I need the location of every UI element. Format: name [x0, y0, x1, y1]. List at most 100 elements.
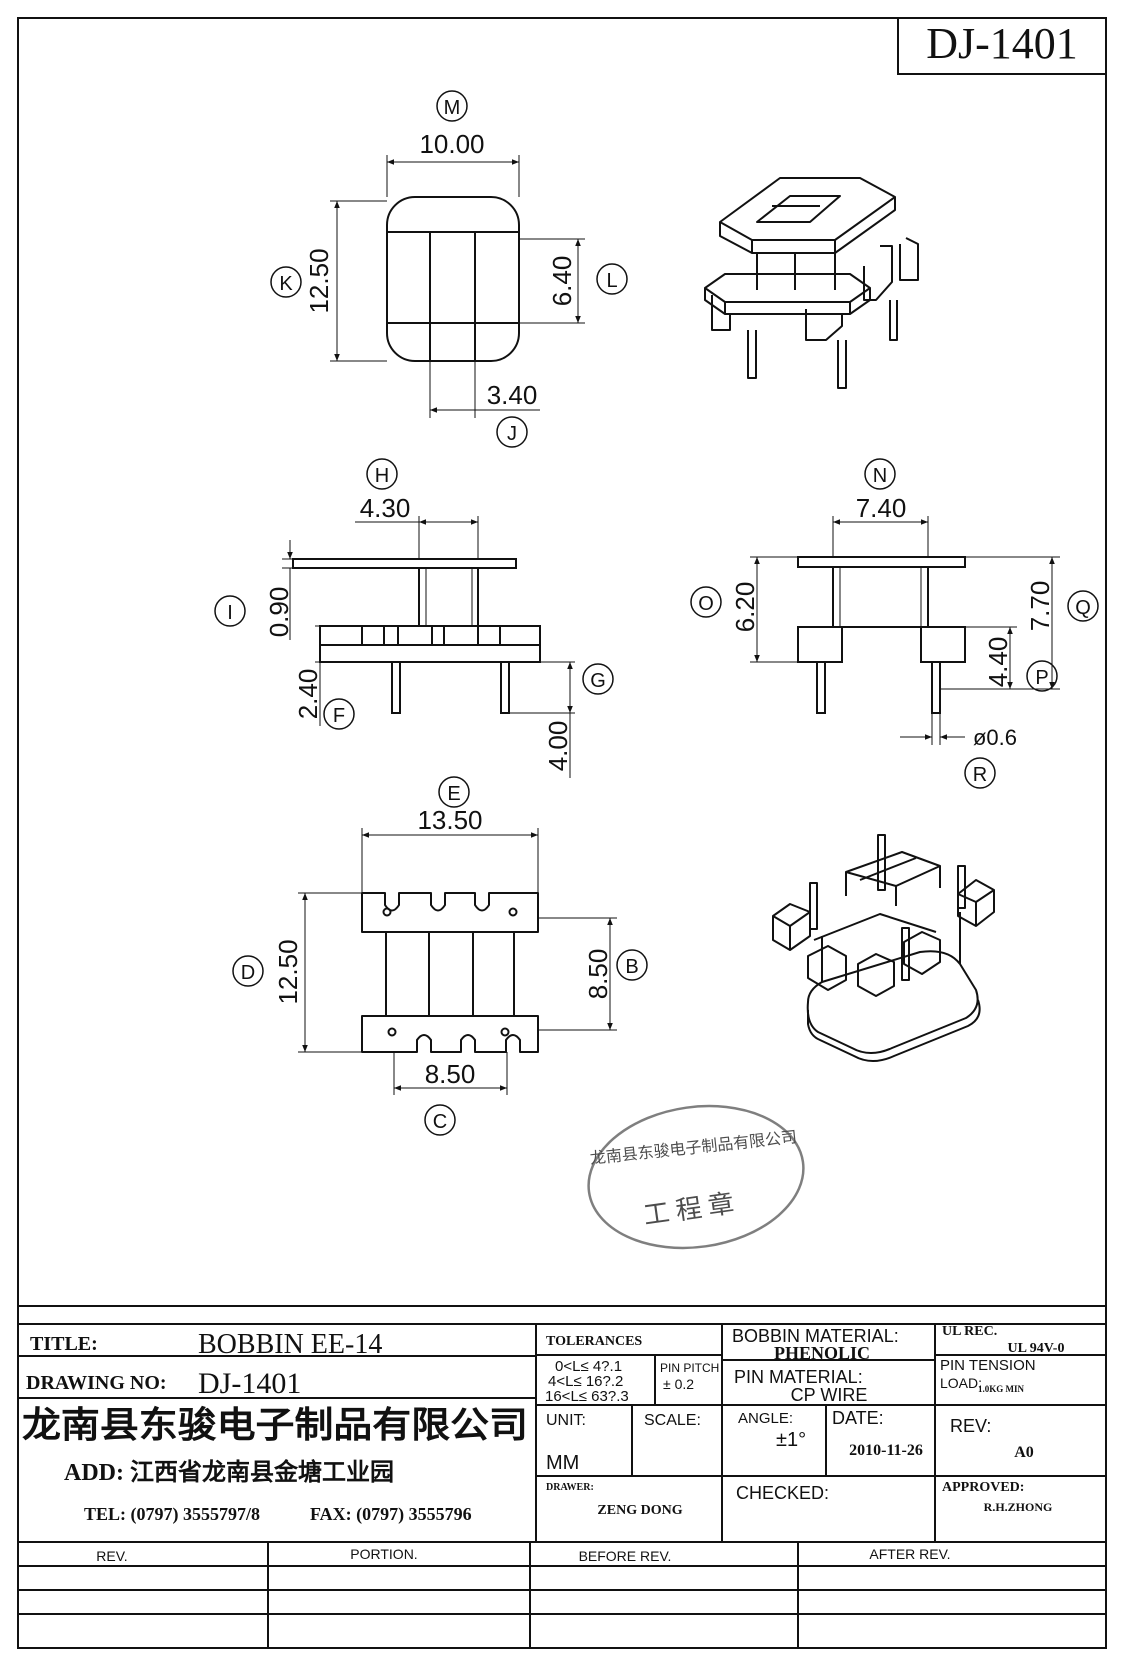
tolerance-line-2: 4<L≤ 16?.2: [548, 1373, 623, 1390]
dim-b: B 8.50: [583, 949, 648, 1000]
dim-m: M 10.00: [419, 90, 485, 159]
tolerance-line-1: 0<L≤ 4?.1: [555, 1358, 622, 1375]
dim-r-letter: R: [973, 764, 987, 786]
approved-value: R.H.ZHONG: [984, 1500, 1053, 1514]
dim-n-letter: N: [873, 465, 887, 487]
dim-d: D 12.50: [232, 939, 303, 1005]
dim-e: E 13.50: [417, 776, 483, 835]
dim-d-letter: D: [241, 962, 255, 984]
tolerance-line-3: 16<L≤ 63?.3: [545, 1388, 629, 1405]
dim-g-value: 4.00: [543, 721, 573, 772]
revision-table: REV. PORTION. BEFORE REV. AFTER REV.: [96, 1546, 950, 1564]
dim-f-value: 2.40: [293, 669, 323, 720]
dim-n-value: 7.40: [856, 493, 907, 523]
drawing-number-box: DJ-1401: [897, 17, 1107, 75]
approved-label: APPROVED:: [942, 1480, 1024, 1495]
dim-l-value: 6.40: [547, 256, 577, 307]
dim-i-value: 0.90: [264, 587, 294, 638]
dim-h-letter: H: [375, 465, 389, 487]
rev-label: REV:: [950, 1416, 991, 1436]
date-value: 2010-11-26: [849, 1442, 923, 1459]
checked-label: CHECKED:: [736, 1483, 829, 1503]
bobbin-material-label: BOBBIN MATERIAL:: [732, 1326, 899, 1346]
dim-e-letter: E: [447, 783, 460, 805]
dim-p: P 4.40: [983, 637, 1058, 692]
dim-o: O 6.20: [690, 582, 760, 633]
title-block-tolerances: TOLERANCES 0<L≤ 4?.1 4<L≤ 16?.2 16<L≤ 63…: [545, 1334, 719, 1518]
ul-rec-value: UL 94V-0: [1008, 1341, 1065, 1356]
title-block-right: UL REC. UL 94V-0 PIN TENSION LOAD: 1.0KG…: [940, 1324, 1064, 1514]
bottom-view: [298, 828, 617, 1095]
company-address: ADD: 江西省龙南县金塘工业园: [64, 1458, 394, 1486]
dim-g-letter: G: [590, 670, 606, 692]
bobbin-material-value: PHENOLIC: [774, 1343, 870, 1363]
isometric-view-bottom: [772, 834, 995, 1062]
drawer-label: DRAWER:: [546, 1482, 594, 1493]
rev-header-portion: PORTION.: [350, 1546, 417, 1562]
rev-header-rev: REV.: [96, 1548, 127, 1564]
dim-d-value: 12.50: [273, 939, 303, 1004]
pin-tension-label: PIN TENSION: [940, 1357, 1036, 1374]
dim-k-letter: K: [279, 273, 293, 295]
pin-material-value: CP WIRE: [791, 1385, 868, 1405]
dim-i: I 0.90: [214, 587, 294, 638]
dim-o-letter: O: [698, 593, 714, 615]
dim-p-letter: P: [1035, 667, 1048, 689]
unit-value: MM: [546, 1452, 579, 1474]
dim-e-value: 13.50: [417, 805, 482, 835]
load-label: LOAD:: [940, 1375, 982, 1391]
drawing-no-label: DRAWING NO:: [26, 1372, 167, 1394]
dim-r: R ø0.6: [964, 725, 1017, 789]
company-name: 龙南县东骏电子制品有限公司: [22, 1404, 528, 1445]
tolerances-label: TOLERANCES: [546, 1334, 642, 1349]
company-fax: FAX: (0797) 3555796: [310, 1504, 472, 1525]
dim-b-letter: B: [625, 956, 638, 978]
drawing-frame: [17, 17, 1107, 1649]
dim-n: N 7.40: [856, 458, 907, 523]
top-view: [330, 155, 585, 418]
ul-rec-label: UL REC.: [942, 1324, 997, 1339]
title-label: TITLE:: [30, 1333, 98, 1355]
rev-header-before: BEFORE REV.: [579, 1548, 672, 1564]
angle-label: ANGLE:: [738, 1410, 793, 1427]
dim-q-letter: Q: [1075, 597, 1091, 619]
dim-q: Q 7.70: [1025, 581, 1099, 631]
company-tel: TEL: (0797) 3555797/8: [84, 1504, 260, 1525]
dim-i-letter: I: [227, 602, 233, 624]
dim-c-value: 8.50: [425, 1059, 476, 1089]
rev-value: A0: [1014, 1444, 1034, 1461]
dim-m-value: 10.00: [419, 129, 484, 159]
isometric-view-top: [704, 177, 919, 389]
date-label: DATE:: [832, 1408, 884, 1428]
dim-f-letter: F: [333, 705, 345, 727]
dim-l: L 6.40: [547, 256, 628, 307]
dim-f: F 2.40: [293, 669, 355, 730]
dim-h-value: 4.30: [360, 493, 411, 523]
pin-material-label: PIN MATERIAL:: [734, 1367, 863, 1387]
dim-c: C 8.50: [424, 1059, 476, 1136]
dim-g: G 4.00: [543, 663, 614, 772]
dim-b-value: 8.50: [583, 949, 613, 1000]
dim-l-letter: L: [606, 270, 617, 292]
dim-o-value: 6.20: [730, 582, 760, 633]
side-view: [750, 516, 1060, 745]
dim-c-letter: C: [433, 1111, 447, 1133]
dim-m-letter: M: [444, 97, 461, 119]
angle-value: ±1°: [776, 1429, 806, 1451]
dim-r-value: ø0.6: [973, 725, 1017, 750]
title-value: BOBBIN EE-14: [198, 1329, 382, 1360]
rev-header-after: AFTER REV.: [869, 1546, 950, 1562]
dim-j-value: 3.40: [487, 380, 538, 410]
title-block-materials: BOBBIN MATERIAL: PHENOLIC PIN MATERIAL: …: [732, 1326, 923, 1503]
title-block-left: TITLE: BOBBIN EE-14 DRAWING NO: DJ-1401 …: [22, 1329, 528, 1525]
drawing-number-box-text: DJ-1401: [926, 19, 1078, 68]
scale-label: SCALE:: [644, 1412, 701, 1429]
dim-j: J 3.40: [487, 380, 538, 448]
front-view: [282, 516, 575, 778]
pin-pitch-label: PIN PITCH: [660, 1361, 719, 1375]
load-value: 1.0KG MIN: [978, 1384, 1024, 1394]
unit-label: UNIT:: [546, 1412, 586, 1429]
stamp-label-text: 工 程 章: [642, 1189, 736, 1230]
title-block-grid: [18, 1305, 1106, 1648]
